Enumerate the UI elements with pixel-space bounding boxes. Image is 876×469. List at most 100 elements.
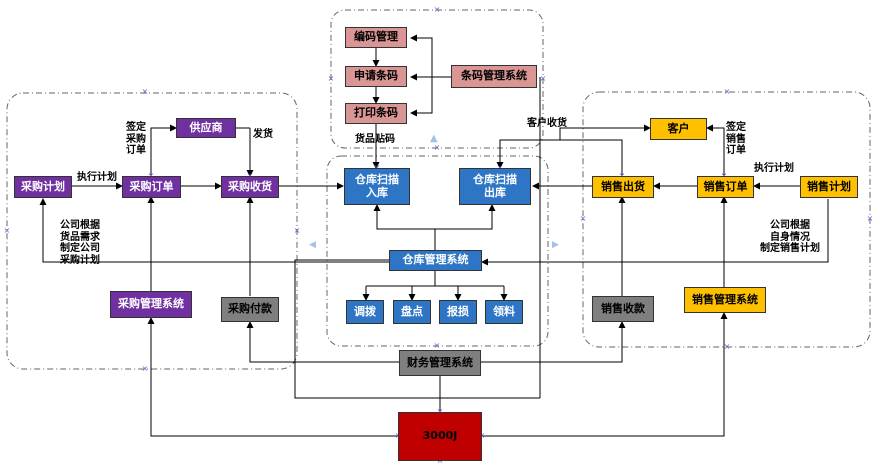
node-label: 采购付款 [228, 302, 272, 316]
x-marker: × [3, 226, 11, 235]
label-line: 订单 [726, 145, 746, 156]
x-marker: × [723, 342, 731, 351]
x-marker: × [293, 226, 301, 235]
conn-caiwu-fukuan [246, 321, 399, 363]
conn-xiaoshou-cangku [481, 199, 829, 266]
node-label: 销售收款 [601, 301, 645, 315]
node-tiaoma-sys[interactable]: 条码管理系统 [451, 65, 537, 88]
node-diaobo[interactable]: 调拨 [346, 300, 384, 324]
conn-cangku-jihua [39, 198, 389, 263]
label-zhixing-jihua-sales: 执行计划 [754, 163, 794, 174]
conn-cangku-left [294, 259, 540, 399]
label-line: 签定 [726, 122, 746, 133]
conn-dingdan-gongyingshang [150, 124, 177, 176]
group-sales-border [582, 91, 871, 348]
node-baosun[interactable]: 报损 [439, 300, 477, 324]
node-label: 报损 [447, 304, 469, 318]
node-label: 销售出货 [601, 179, 645, 193]
node-label: 编码管理 [354, 30, 398, 44]
node-dayin[interactable]: 打印条码 [345, 103, 407, 124]
label-line: 制定销售计划 [760, 243, 820, 254]
node-caigou-dingdan[interactable]: 采购订单 [122, 176, 181, 198]
node-gongyingshang[interactable]: 供应商 [176, 118, 236, 138]
node-label: 3000J [422, 429, 458, 443]
node-label: 盘点 [401, 304, 423, 318]
x-marker: × [433, 341, 441, 350]
node-caigou-fukuan[interactable]: 采购付款 [221, 297, 279, 322]
node-label: 财务管理系统 [407, 355, 473, 369]
node-label: 销售管理系统 [692, 292, 758, 306]
node-label: 仓库管理系统 [402, 253, 469, 267]
x-marker: × [866, 214, 874, 223]
node-xiaoshou-dingdan[interactable]: 销售订单 [697, 176, 754, 198]
label-kehu-shouhuo: 客户收货 [527, 118, 567, 129]
node-label: 打印条码 [354, 106, 398, 120]
x-marker: × [373, 164, 381, 172]
node-label: 出库 [484, 185, 506, 199]
label-caigou-jihua-note: 公司根据 货品需求 制定公司 采购计划 [60, 220, 100, 266]
node-label: 条码管理系统 [461, 69, 527, 83]
node-pandian[interactable]: 盘点 [393, 300, 431, 324]
x-marker: × [496, 164, 504, 172]
node-caiwu[interactable]: 财务管理系统 [399, 350, 481, 376]
x-marker: × [579, 214, 587, 223]
node-label: 采购订单 [129, 179, 174, 193]
x-marker: × [720, 172, 728, 180]
node-erp[interactable]: 3000J [398, 412, 482, 461]
node-label: 销售计划 [807, 179, 851, 193]
x-marker: × [723, 87, 731, 96]
group-warehouse-border [326, 155, 549, 347]
conn-erp-caigou [147, 317, 398, 437]
node-caigou-jihua[interactable]: 采购计划 [14, 176, 72, 198]
node-label: 销售订单 [703, 179, 748, 193]
group-handle-icon: ◀ [309, 240, 316, 250]
node-label: 仓库扫描 [473, 172, 517, 186]
label-line: 公司根据 [770, 220, 810, 231]
label-line: 签定 [126, 122, 146, 133]
node-xiaoshou-guanli[interactable]: 销售管理系统 [684, 287, 766, 313]
conn-tiaoma-bianma [410, 34, 433, 77]
x-marker: × [433, 143, 441, 152]
node-label: 申请条码 [354, 69, 398, 83]
node-label: 采购管理系统 [118, 297, 184, 311]
node-label: 调拨 [354, 304, 376, 318]
conn-chuhuo-kehu-top [559, 124, 651, 176]
node-lingliao[interactable]: 领料 [485, 300, 523, 324]
label-fahuo: 发货 [253, 129, 273, 140]
label-line: 公司根据 [60, 220, 100, 231]
node-label: 供应商 [189, 120, 223, 134]
x-marker: × [141, 87, 149, 96]
label-line: 货品需求 [60, 231, 100, 243]
conn-tiaoma-dayin [410, 77, 433, 117]
node-caigou-shouhuo[interactable]: 采购收货 [221, 176, 279, 198]
label-qianding-xiaoshou: 签定 销售 订单 [726, 122, 746, 157]
node-cangku-sys[interactable]: 仓库管理系统 [389, 250, 482, 271]
label-line: 采购计划 [60, 254, 100, 266]
node-ruku[interactable]: 仓库扫描入库 [344, 168, 410, 205]
node-label: 入库 [366, 185, 388, 199]
x-marker: × [539, 74, 547, 83]
group-barcode-border [330, 9, 544, 149]
node-chuku[interactable]: 仓库扫描出库 [459, 168, 531, 205]
conn-cangku-ruku [373, 204, 436, 250]
node-label: 仓库扫描 [355, 172, 399, 186]
node-bianma[interactable]: 编码管理 [345, 27, 407, 48]
node-xiaoshou-shoukuan[interactable]: 销售收款 [592, 296, 654, 322]
node-label: 采购计划 [21, 179, 65, 193]
x-marker: × [433, 5, 441, 14]
node-kehu[interactable]: 客户 [650, 118, 707, 140]
node-xiaoshou-jihua[interactable]: 销售计划 [800, 176, 858, 198]
label-line: 制定公司 [60, 243, 100, 254]
node-xiaoshou-chuhuo[interactable]: 销售出货 [592, 176, 654, 198]
node-shenqing[interactable]: 申请条码 [345, 66, 407, 87]
node-label: 采购收货 [228, 179, 272, 193]
x-marker: × [327, 74, 335, 83]
node-caigou-guanli[interactable]: 采购管理系统 [110, 291, 192, 318]
node-label: 领料 [493, 304, 515, 318]
label-qianding-caigou: 签定 采购 订单 [126, 122, 146, 157]
label-line: 自身情况 [770, 231, 810, 243]
label-line: 采购 [126, 133, 146, 145]
label-xiaoshou-jihua-note: 公司根据 自身情况 制定销售计划 [760, 220, 820, 255]
label-line: 订单 [126, 145, 146, 156]
